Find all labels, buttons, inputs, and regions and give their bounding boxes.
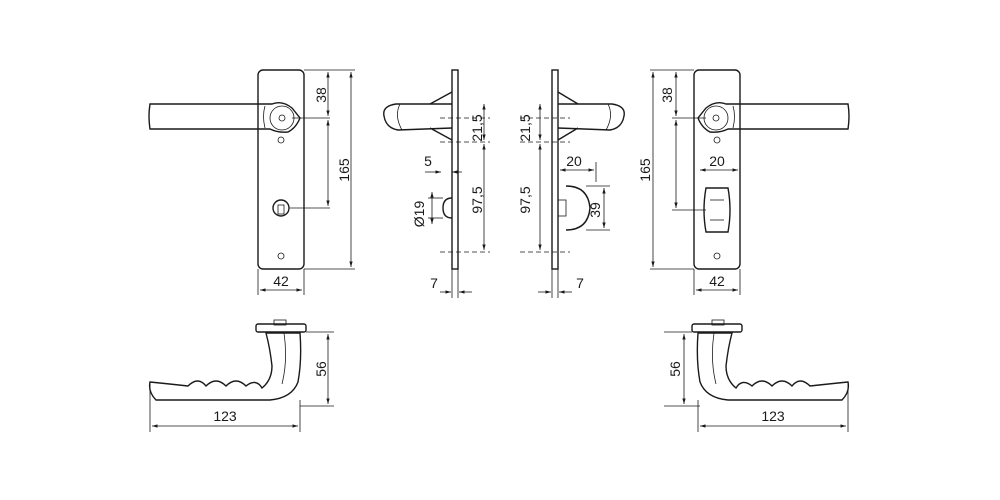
dim-handle-height: 56 bbox=[667, 361, 683, 377]
dim-turn-width: 20 bbox=[709, 153, 725, 169]
dim-thickness: 7 bbox=[576, 275, 584, 291]
dim-diameter: Ø19 bbox=[411, 201, 427, 228]
rose-top bbox=[255, 323, 307, 333]
front-view-right: 38 165 20 42 bbox=[637, 69, 850, 295]
dim-lock-spacing: 97,5 bbox=[469, 186, 485, 213]
backplate bbox=[257, 69, 305, 270]
dim-handle-height: 56 bbox=[313, 361, 329, 377]
lever-handle bbox=[697, 101, 850, 133]
front-view-left: 38 165 42 bbox=[148, 69, 355, 295]
top-view-left: 56 123 bbox=[148, 319, 334, 432]
dim-thickness: 7 bbox=[430, 275, 438, 291]
plate-side bbox=[551, 69, 559, 270]
dim-rose-depth: 21,5 bbox=[469, 114, 485, 141]
dim-turn-height: 39 bbox=[587, 202, 603, 218]
side-view-left: 21,5 97,5 Ø19 5 7 bbox=[383, 69, 490, 298]
dim-rose-depth: 21,5 bbox=[517, 114, 533, 141]
cylinder-profile bbox=[442, 197, 453, 219]
dim-turn-width: 20 bbox=[566, 153, 582, 169]
rose-top bbox=[691, 323, 743, 333]
dim-plate-height: 165 bbox=[637, 158, 653, 182]
dim-plate-height: 165 bbox=[336, 158, 352, 182]
dim-handle-offset: 38 bbox=[313, 87, 329, 103]
side-view-right: 21,5 97,5 20 39 7 bbox=[517, 69, 625, 298]
cylinder-hole bbox=[272, 199, 290, 217]
lever-handle bbox=[148, 101, 301, 133]
plate-side bbox=[451, 69, 459, 270]
rose bbox=[703, 105, 729, 131]
thumbturn-profile bbox=[565, 185, 591, 231]
screw-hole bbox=[713, 252, 721, 260]
dim-plate-width: 42 bbox=[709, 273, 725, 289]
dim-handle-length: 123 bbox=[213, 408, 237, 424]
dim-plate-width: 42 bbox=[273, 273, 289, 289]
dim-handle-offset: 38 bbox=[659, 87, 675, 103]
rose bbox=[269, 105, 295, 131]
backplate bbox=[693, 69, 741, 270]
lever-side bbox=[557, 103, 625, 131]
dim-gap: 5 bbox=[424, 153, 432, 169]
lever-side bbox=[383, 103, 453, 131]
screw-hole bbox=[277, 252, 285, 260]
thumbturn bbox=[703, 187, 731, 233]
lever-profile bbox=[696, 332, 850, 401]
dim-lock-spacing: 97,5 bbox=[517, 186, 533, 213]
top-view-right: 56 123 bbox=[664, 319, 850, 432]
screw-hole bbox=[277, 136, 285, 144]
screw-hole bbox=[713, 136, 721, 144]
lever-profile bbox=[148, 332, 302, 401]
dim-handle-length: 123 bbox=[761, 408, 785, 424]
